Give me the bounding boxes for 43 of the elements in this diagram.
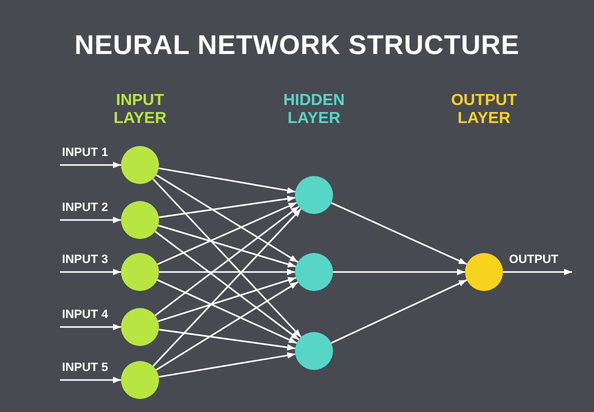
edge-label: INPUT 3 (62, 252, 108, 266)
neuron-circle (295, 176, 333, 214)
arrow (152, 208, 302, 367)
neuron-circle (121, 201, 159, 239)
neuron-circle (121, 361, 159, 399)
arrow (158, 224, 296, 268)
arrow (157, 202, 297, 266)
edge-label: INPUT 5 (62, 360, 108, 374)
edge-label: INPUT 4 (62, 307, 108, 321)
arrow (159, 268, 295, 276)
arrow (330, 279, 468, 344)
arrow (158, 276, 296, 322)
neuron-circle (121, 146, 159, 184)
arrow (60, 162, 121, 168)
arrow (156, 174, 298, 263)
layer-heading: OUTPUT LAYER (450, 92, 518, 128)
arrow (154, 230, 300, 340)
arrow (154, 206, 300, 316)
layer-heading: HIDDEN LAYER (282, 92, 346, 128)
arrow (330, 202, 468, 265)
arrow (158, 167, 296, 194)
neuron-circle (465, 253, 503, 291)
neuron-circle (121, 253, 159, 291)
arrow (158, 352, 296, 378)
edge-label: OUTPUT (509, 252, 558, 266)
arrow (503, 268, 572, 276)
title: NEURAL NETWORK STRUCTURE (74, 30, 520, 61)
edge-label: INPUT 1 (62, 145, 108, 159)
neuron-circle (295, 253, 333, 291)
layer-heading: INPUT LAYER (112, 92, 168, 128)
neuron-circle (295, 332, 333, 370)
arrow (60, 216, 121, 224)
neuron-circle (121, 308, 159, 346)
arrow (158, 328, 296, 350)
edge-label: INPUT 2 (62, 200, 108, 214)
arrow (60, 268, 121, 276)
arrow (152, 178, 302, 338)
arrow (60, 324, 121, 330)
arrow (156, 279, 298, 344)
arrow (156, 281, 298, 371)
arrow (333, 268, 465, 276)
arrow (158, 196, 296, 218)
arrow (60, 376, 121, 384)
